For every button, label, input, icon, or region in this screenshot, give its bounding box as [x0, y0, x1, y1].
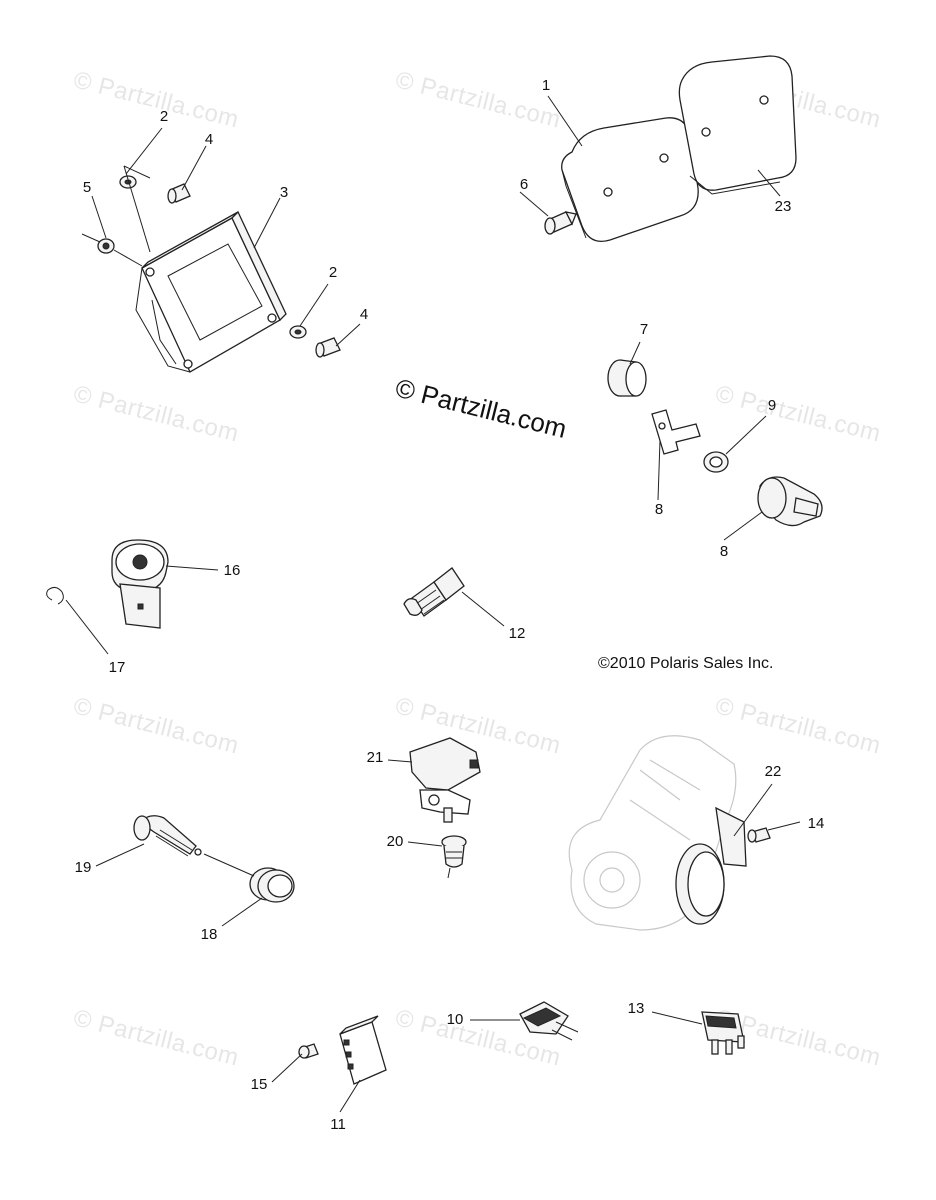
bulb-part — [133, 815, 202, 857]
callout-3: 3 — [279, 184, 289, 201]
callout-2: 2 — [159, 108, 169, 125]
callout-8: 8 — [719, 543, 729, 560]
screw-part — [298, 1043, 319, 1059]
leader-lines — [65, 95, 801, 1113]
callout-7: 7 — [639, 321, 649, 338]
temp-sensor-part — [403, 567, 465, 617]
clip-part — [46, 586, 64, 605]
callout-1: 1 — [541, 77, 551, 94]
socket-part — [249, 867, 295, 903]
map-sensor-part — [409, 737, 481, 823]
key-part — [651, 409, 701, 455]
grommet-part — [441, 835, 467, 879]
callout-19: 19 — [74, 859, 92, 876]
screw-part — [747, 827, 771, 843]
callout-4: 4 — [359, 306, 369, 323]
key-switch-part — [757, 476, 823, 527]
callout-21: 21 — [366, 749, 384, 766]
callout-10: 10 — [446, 1011, 464, 1028]
callout-8: 8 — [654, 501, 664, 518]
callout-4: 4 — [204, 131, 214, 148]
relay-part — [339, 1015, 387, 1085]
callout-11: 11 — [330, 1116, 346, 1133]
ecu-module-part — [135, 210, 287, 373]
engine-ghost — [568, 735, 737, 931]
plate-part — [678, 55, 797, 195]
plug-part — [607, 359, 647, 397]
callout-20: 20 — [386, 833, 404, 850]
callout-16: 16 — [223, 562, 241, 579]
screw-part — [167, 183, 341, 358]
callout-17: 17 — [108, 659, 126, 676]
knock-sensor-part — [111, 539, 169, 629]
toggle-switch-part — [701, 1011, 745, 1055]
callout-18: 18 — [200, 926, 218, 943]
callout-2: 2 — [328, 264, 338, 281]
push-rivet-part — [544, 211, 577, 235]
nut-part — [703, 451, 729, 473]
grommet-part — [97, 238, 115, 254]
rocker-switch-part — [519, 1001, 579, 1041]
copyright-notice: ©2010 Polaris Sales Inc. — [598, 655, 774, 672]
callout-23: 23 — [774, 198, 792, 215]
callout-12: 12 — [508, 625, 526, 642]
callout-22: 22 — [764, 763, 782, 780]
callout-13: 13 — [627, 1000, 645, 1017]
callout-15: 15 — [250, 1076, 268, 1093]
washer-part — [119, 175, 307, 339]
callout-14: 14 — [807, 815, 825, 832]
throttle-body-part — [675, 806, 747, 925]
callout-6: 6 — [519, 176, 529, 193]
callout-5: 5 — [82, 179, 92, 196]
cover-plate-part — [561, 117, 699, 243]
callout-9: 9 — [767, 397, 777, 414]
